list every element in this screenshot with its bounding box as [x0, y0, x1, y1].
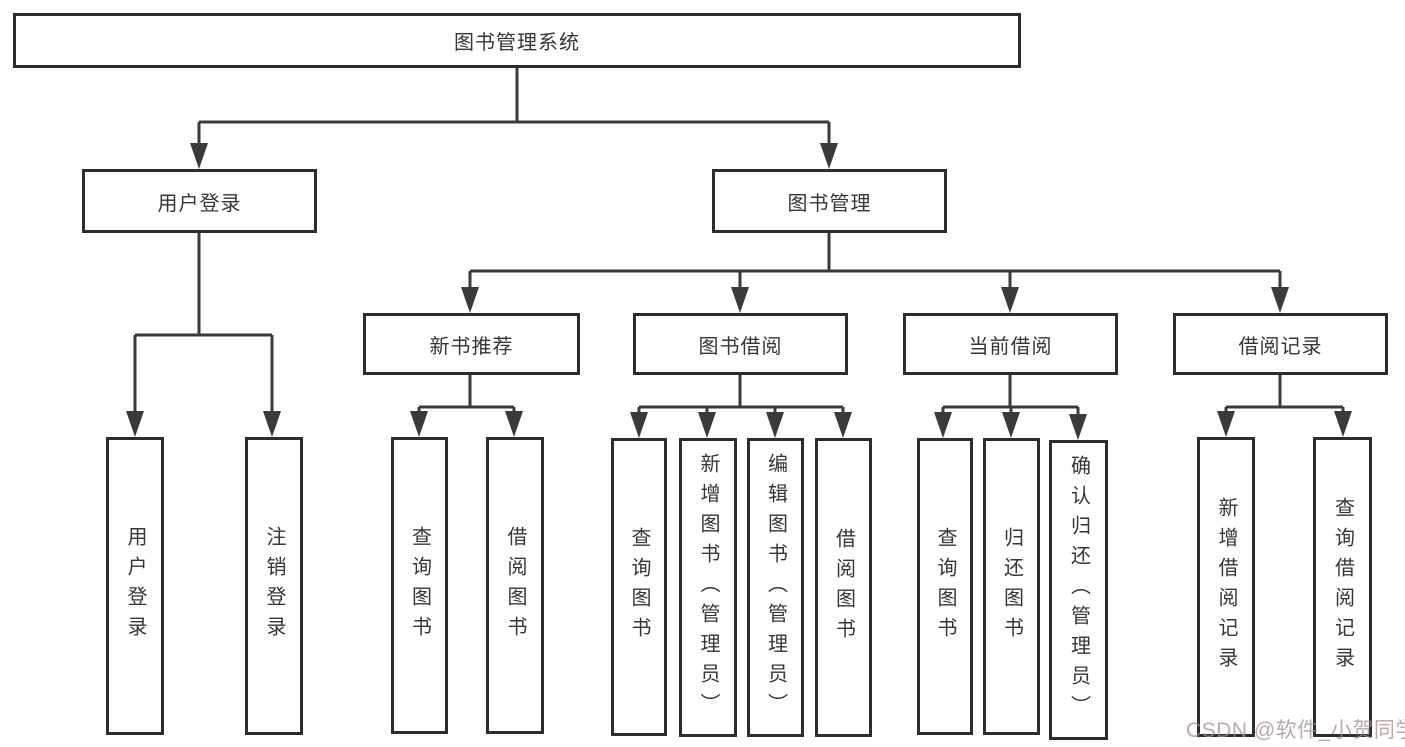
- node-book-borrowing: 图书借阅: [633, 313, 848, 375]
- leaf-borrowing-add-books-admin-label: 新增图书（管理员）: [697, 452, 719, 723]
- leaf-records-query-record: 查询借阅记录: [1313, 437, 1372, 737]
- leaf-current-confirm-return-admin-label: 确认归还（管理员）: [1067, 455, 1090, 725]
- node-user-login: 用户登录: [82, 169, 317, 233]
- leaf-current-confirm-return-admin: 确认归还（管理员）: [1049, 440, 1108, 740]
- node-user-login-label: 用户登录: [157, 192, 242, 215]
- leaf-records-add-record: 新增借阅记录: [1197, 437, 1255, 737]
- leaf-borrowing-edit-books-admin-label: 编辑图书（管理员）: [764, 452, 787, 723]
- leaf-records-add-record-label: 新增借阅记录: [1215, 497, 1237, 677]
- node-book-borrowing-label: 图书借阅: [698, 335, 783, 358]
- node-root-label: 图书管理系统: [454, 32, 580, 54]
- leaf-current-query-books: 查询图书: [917, 438, 973, 735]
- connector-paths: [133, 68, 1345, 416]
- leaf-borrowing-query-books: 查询图书: [611, 438, 667, 736]
- leaf-newbook-query-books: 查询图书: [391, 437, 448, 734]
- node-borrowing-records: 借阅记录: [1173, 313, 1388, 375]
- leaf-borrowing-add-books-admin: 新增图书（管理员）: [679, 438, 737, 737]
- node-book-management-label: 图书管理: [787, 192, 872, 215]
- node-new-book-recommend: 新书推荐: [363, 313, 580, 375]
- node-root: 图书管理系统: [13, 13, 1021, 68]
- leaf-borrowing-query-books-label: 查询图书: [628, 527, 650, 647]
- node-current-borrowing-label: 当前借阅: [968, 335, 1053, 358]
- leaf-current-return-books-label: 归还图书: [1000, 526, 1023, 647]
- leaf-user-login-label: 用户登录: [124, 526, 146, 646]
- csdn-watermark: CSDN @软件_小贺同学: [1186, 719, 1405, 742]
- leaf-borrowing-borrow-books: 借阅图书: [815, 438, 872, 737]
- leaf-user-login: 用户登录: [106, 437, 164, 735]
- leaf-borrowing-edit-books-admin: 编辑图书（管理员）: [747, 438, 804, 737]
- node-current-borrowing: 当前借阅: [903, 313, 1118, 375]
- leaf-newbook-query-books-label: 查询图书: [408, 525, 431, 646]
- node-book-management: 图书管理: [712, 169, 947, 233]
- node-new-book-recommend-label: 新书推荐: [429, 335, 514, 358]
- leaf-borrowing-borrow-books-label: 借阅图书: [832, 527, 855, 648]
- leaf-logout-login: 注销登录: [245, 437, 303, 735]
- leaf-current-return-books: 归还图书: [983, 438, 1040, 735]
- leaf-current-query-books-label: 查询图书: [934, 526, 956, 647]
- arrowheads: [126, 143, 1352, 440]
- leaf-newbook-borrow-books-label: 借阅图书: [504, 525, 526, 646]
- leaf-logout-login-label: 注销登录: [263, 526, 285, 646]
- node-borrowing-records-label: 借阅记录: [1238, 335, 1323, 358]
- leaf-newbook-borrow-books: 借阅图书: [486, 437, 544, 734]
- leaf-records-query-record-label: 查询借阅记录: [1331, 497, 1354, 677]
